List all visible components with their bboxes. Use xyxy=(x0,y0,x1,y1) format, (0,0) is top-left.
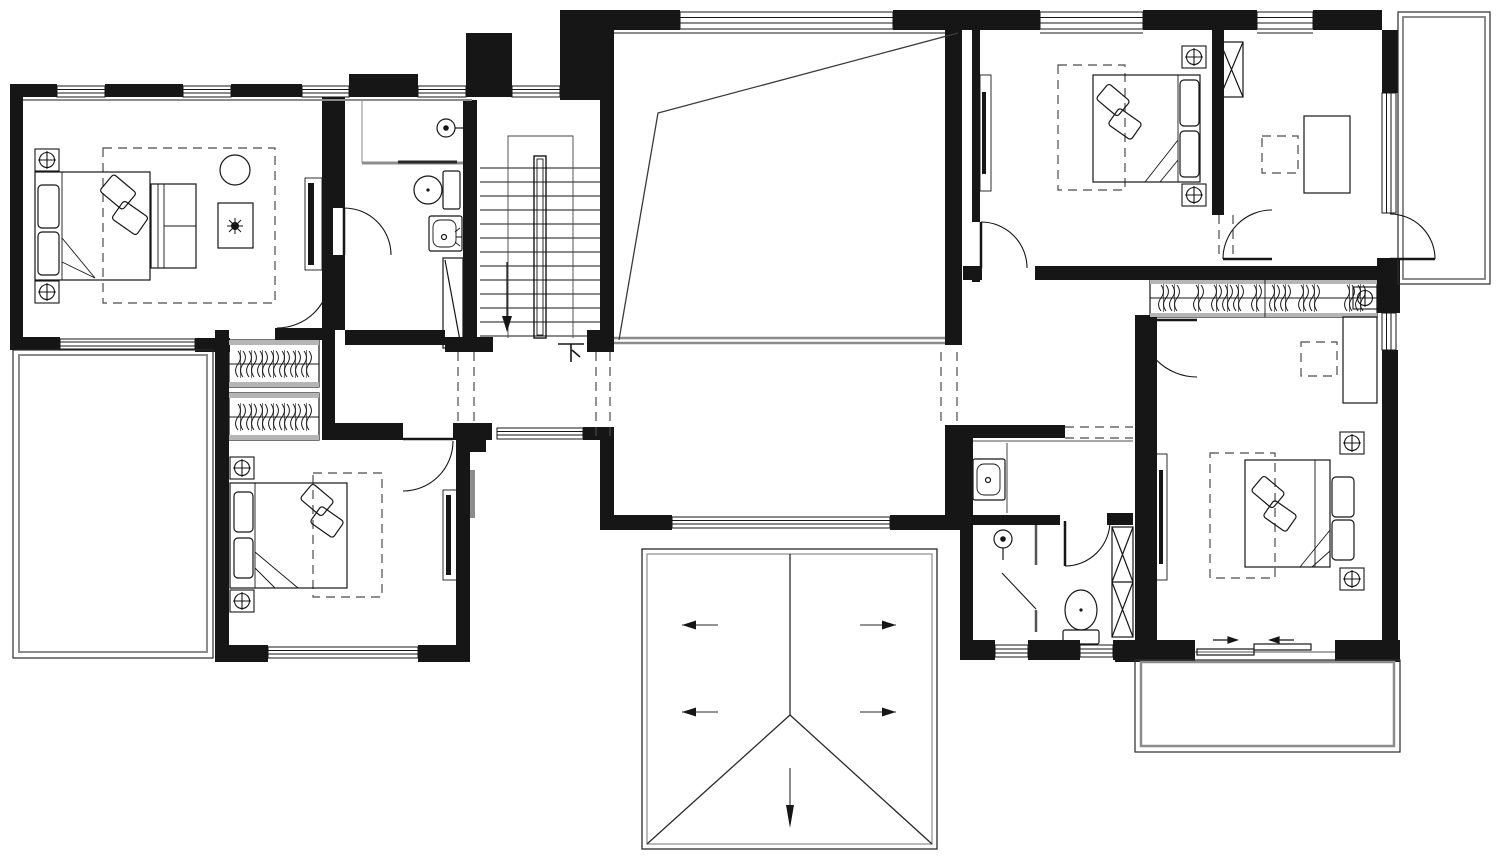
wardrobe-corridor xyxy=(1149,279,1378,318)
bedroom2 xyxy=(229,456,458,613)
door-study-balcony xyxy=(1389,213,1436,261)
plant-table xyxy=(217,202,254,249)
door-bedroom3 xyxy=(979,221,1028,269)
toilet-1 xyxy=(413,170,461,210)
sink-1 xyxy=(428,215,463,252)
sink-2 xyxy=(966,458,1006,501)
bed-bedroom3 xyxy=(1092,74,1201,183)
windows xyxy=(56,11,1397,659)
round-table xyxy=(219,154,251,186)
bedroom3 xyxy=(979,45,1207,207)
shaft-x-bathroom2 xyxy=(1111,526,1134,638)
bed-bedroom4 xyxy=(1244,459,1355,568)
door-bedroom4 xyxy=(1139,318,1198,378)
nightstand-lamp xyxy=(229,589,255,613)
shower-head-icon xyxy=(436,118,463,138)
nightstand-lamp xyxy=(34,280,60,304)
bathroom1 xyxy=(413,118,463,252)
desk-bedroom4 xyxy=(1342,316,1378,404)
nightstand-lamp xyxy=(1339,567,1365,591)
staircase xyxy=(480,135,600,362)
outline-thin xyxy=(12,11,1491,753)
desk xyxy=(1303,115,1351,194)
door-study-corridor xyxy=(1222,209,1273,261)
stair-handrail xyxy=(533,155,547,339)
roof-ridge-hips xyxy=(646,554,933,845)
sliding-door-bedroom4 xyxy=(1196,636,1312,656)
wardrobe-bedroom2 xyxy=(228,339,320,441)
toilet-2 xyxy=(1062,589,1100,645)
roof xyxy=(641,548,938,850)
bed-master xyxy=(34,171,151,281)
nightstand-lamp xyxy=(1181,45,1207,69)
tv-master xyxy=(304,177,323,271)
study xyxy=(1303,115,1351,194)
door-bathroom2-inner xyxy=(1063,520,1111,567)
door-ensuite-bathroom xyxy=(342,207,392,256)
plant-icon xyxy=(227,218,243,234)
furniture xyxy=(34,45,1378,645)
roof-slope-arrows xyxy=(682,620,896,828)
tv-bedroom3 xyxy=(979,74,992,192)
tv-bedroom4 xyxy=(1155,453,1168,581)
bedroom4 xyxy=(1155,286,1378,591)
walls xyxy=(10,10,1400,662)
nightstand-lamp xyxy=(34,148,60,172)
secondary-lines xyxy=(18,16,1486,748)
void-ceiling-line xyxy=(618,32,959,341)
master-bedroom xyxy=(34,148,323,304)
corner-lamp-table xyxy=(1352,286,1378,310)
door-master-bedroom xyxy=(276,274,331,329)
flue-bathroom1 xyxy=(442,257,464,349)
shower-head-icon xyxy=(993,529,1013,560)
dashed-lines xyxy=(102,64,1338,598)
nightstand-lamp xyxy=(1339,431,1365,455)
stair-direction-arrow xyxy=(502,262,512,332)
door-bedroom2 xyxy=(402,437,454,492)
nightstand-lamp xyxy=(1181,183,1207,207)
bathroom2 xyxy=(966,440,1133,645)
shaft-x-top xyxy=(1219,41,1244,98)
stair-down-glyph xyxy=(558,343,584,362)
tv-bedroom2 xyxy=(442,489,458,581)
doors xyxy=(276,207,1436,656)
nightstand-lamp xyxy=(229,456,255,480)
shafts xyxy=(442,41,1244,638)
bench-footboard xyxy=(150,183,197,269)
bed-bedroom2 xyxy=(229,482,348,589)
shower-glass xyxy=(1001,525,1038,632)
